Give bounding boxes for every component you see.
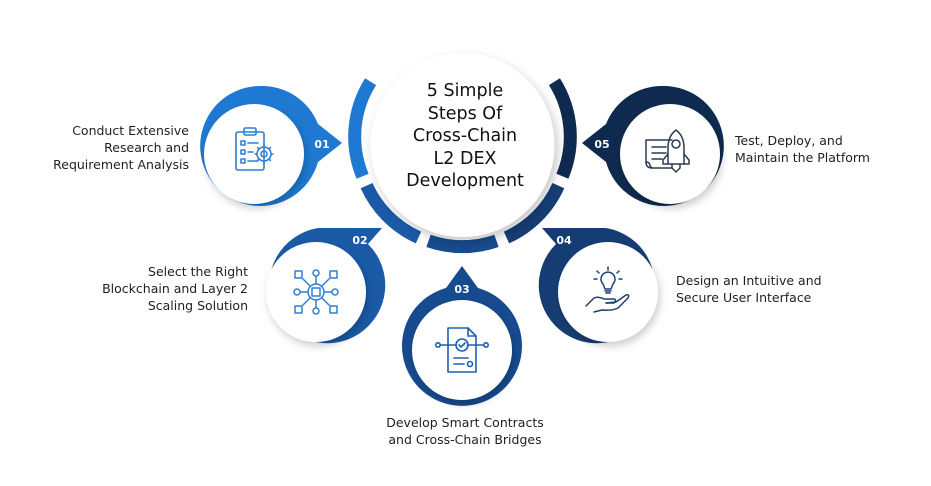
step-01-circle [204,104,304,204]
step-02-label: Select the Right Blockchain and Layer 2 … [102,263,248,314]
title-line: L2 DEX [433,148,497,169]
label-line: Secure User Interface [676,290,812,305]
step-02-badge [266,228,386,344]
title-line: Cross-Chain [412,126,518,146]
label-line: Blockchain and Layer 2 [102,281,248,296]
step-04-number: 04 [556,234,572,247]
step-03-circle [412,300,512,400]
label-line: Select the Right [148,264,248,279]
label-line: Requirement Analysis [53,157,189,172]
blockchain-network-icon [293,269,339,315]
label-line: Design an Intuitive and [676,273,822,288]
step-05-badge [582,85,724,206]
ring-segment-03 [426,234,499,254]
step-05-number: 05 [594,138,609,151]
title-line: Development [406,171,524,191]
step-01-label: Conduct Extensive Research and Requireme… [53,122,189,173]
rocket-document-icon [645,129,690,173]
title-line: 5 Simple [426,81,504,101]
diagram-title: 5 Simple Steps Of Cross-Chain L2 DEX Dev… [375,80,555,193]
step-02-circle [266,242,366,342]
step-04-circle [558,242,658,342]
ring-segment-02 [360,182,422,244]
smart-contract-document-icon [434,327,489,373]
step-05-label: Test, Deploy, and Maintain the Platform [735,132,870,166]
step-01-number: 01 [314,138,329,151]
label-line: Develop Smart Contracts [386,415,544,430]
step-03-badge [402,266,523,406]
step-03-number: 03 [454,283,469,296]
center-circle [370,53,555,237]
lightbulb-hand-icon [585,266,630,313]
title-line: Steps Of [427,103,503,124]
ring-segment-01 [348,78,377,179]
label-line: Maintain the Platform [735,150,870,165]
step-02-number: 02 [352,234,367,247]
ring-segment-05 [548,78,577,179]
step-04-badge [538,228,658,344]
step-01-badge [200,85,342,206]
label-line: Scaling Solution [147,298,248,313]
ring-segment-04 [503,182,565,244]
step-03-label: Develop Smart Contracts and Cross-Chain … [365,414,565,448]
center-ring [348,78,577,254]
label-line: Test, Deploy, and [735,133,843,148]
step-04-label: Design an Intuitive and Secure User Inte… [676,272,822,306]
step-05-circle [620,104,720,204]
clipboard-checklist-gear-icon [235,127,274,171]
label-line: and Cross-Chain Bridges [388,432,542,447]
label-line: Research and [104,140,189,155]
label-line: Conduct Extensive [72,123,189,138]
